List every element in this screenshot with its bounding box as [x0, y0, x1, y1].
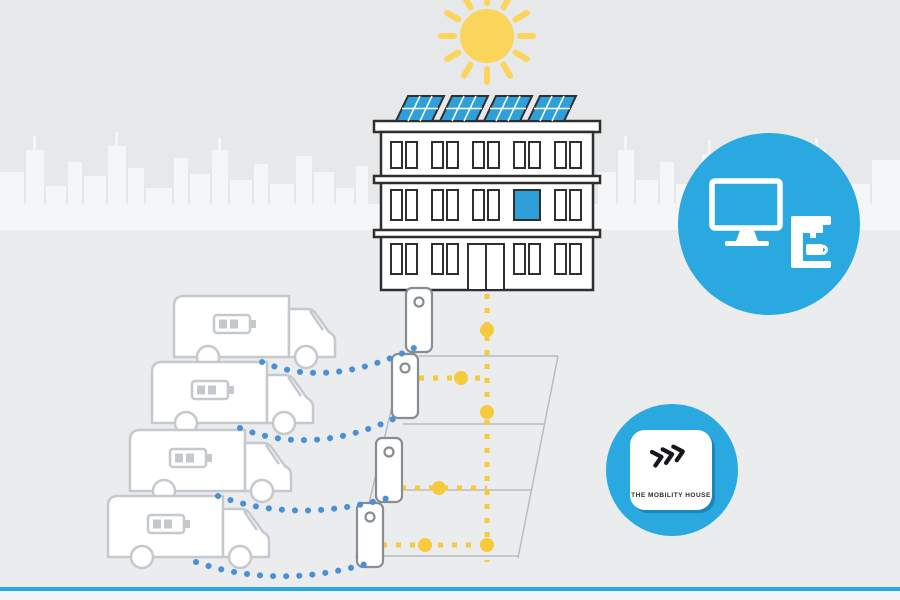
chevron — [671, 444, 685, 463]
energy-node — [480, 405, 494, 419]
monitor-stand — [736, 228, 758, 241]
energy-flow-lines — [382, 294, 494, 562]
coffee-head — [803, 225, 823, 233]
coffee-tray — [791, 261, 831, 268]
sun-rays — [438, 0, 536, 85]
chevrons-logo-icon — [649, 444, 685, 468]
chevron — [660, 447, 675, 466]
charging-station-1 — [404, 286, 434, 354]
sun-disc — [460, 9, 514, 63]
chevron — [649, 449, 664, 468]
windows-ground-floor — [390, 243, 582, 275]
solar-panel-icon — [394, 95, 578, 122]
coffee-cup-handle — [822, 244, 828, 256]
building-floor-slab — [372, 174, 602, 185]
energy-node — [454, 371, 468, 385]
charging-station-3 — [374, 436, 404, 504]
charging-station-4 — [355, 501, 385, 569]
energy-node — [432, 481, 446, 495]
solar-panels — [394, 95, 578, 122]
coffee-cup — [806, 244, 823, 255]
building-parapet — [372, 119, 602, 134]
office-building — [372, 95, 602, 292]
energy-node — [480, 323, 494, 337]
bottom-light-strip — [0, 591, 900, 600]
coffee-machine-icon — [791, 216, 831, 268]
building-services-bubble — [678, 133, 860, 315]
sun-icon — [438, 0, 536, 85]
coffee-top — [791, 216, 831, 225]
entrance-door — [467, 243, 505, 291]
windows-top-floor — [390, 141, 582, 169]
building-floor-slab — [372, 228, 602, 239]
energy-node — [480, 538, 494, 552]
charging-cables — [193, 343, 421, 580]
solar-panel-grid — [402, 95, 570, 122]
highlighted-window — [513, 189, 541, 221]
logo-card — [630, 430, 712, 510]
city-skyline — [0, 132, 900, 230]
energy-node — [418, 538, 432, 552]
monitor-icon — [709, 178, 783, 246]
energy-node-dots — [418, 323, 494, 552]
mobility-house-badge: THE MOBILITY HOUSE — [606, 404, 738, 536]
services-circle — [678, 133, 860, 315]
bottom-accent-line — [0, 587, 900, 591]
coffee-column — [791, 216, 803, 266]
logo-text: THE MOBILITY HOUSE — [631, 492, 711, 499]
monitor-base — [725, 241, 769, 246]
windows-middle-floor — [390, 189, 582, 221]
charging-station-2 — [390, 352, 420, 420]
coffee-spout — [810, 233, 816, 238]
building-windows — [390, 141, 582, 275]
